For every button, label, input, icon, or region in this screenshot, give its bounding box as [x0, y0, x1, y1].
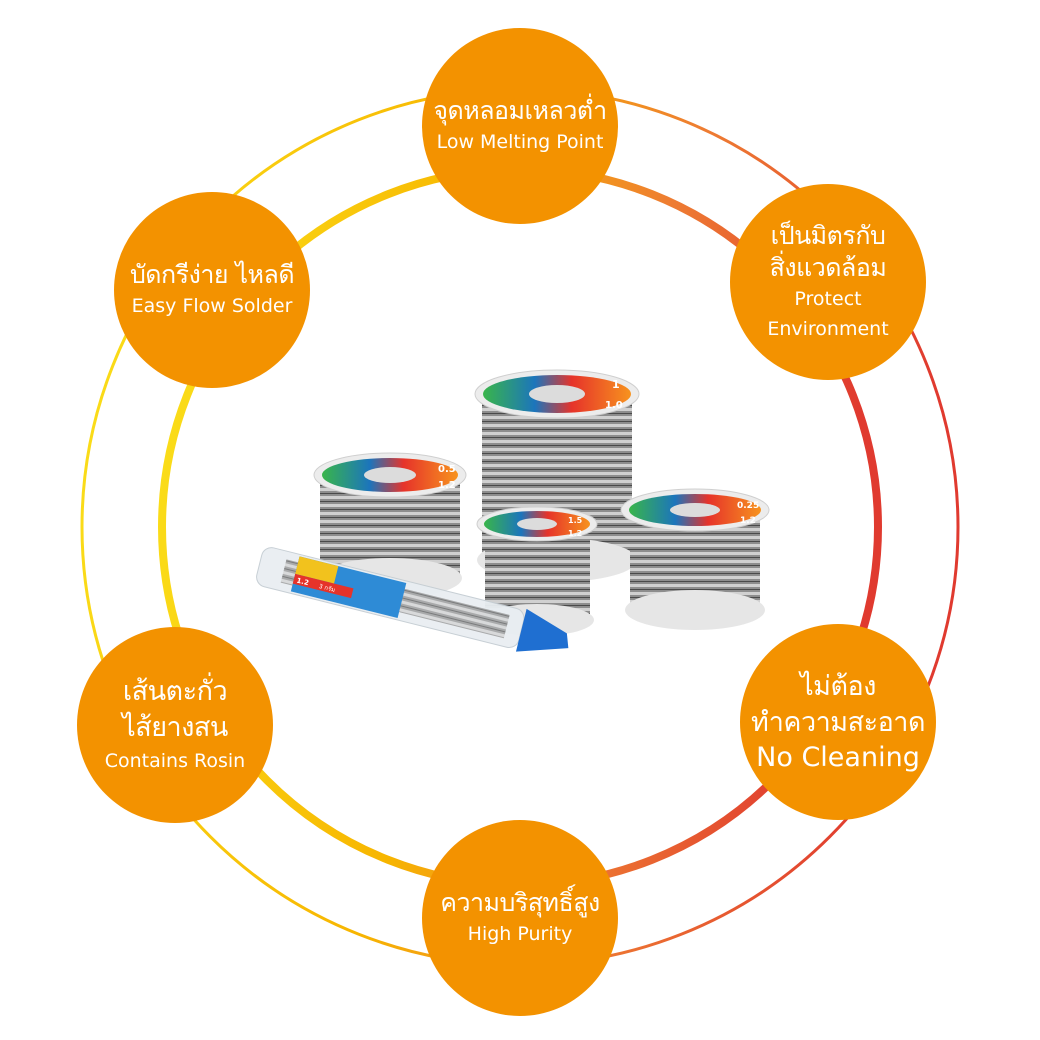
feature-easy-flow-solder: บัดกรีง่าย ไหลดี Easy Flow Solder	[114, 192, 310, 388]
feature-english-text: No Cleaning	[756, 742, 920, 773]
feature-thai-text-line2: ทำความสะอาด	[750, 707, 926, 738]
feature-english-text-line1: Protect	[794, 288, 862, 310]
feature-english-text-line2: Environment	[767, 318, 889, 340]
feature-thai-text-line1: เส้นตะกั่ว	[122, 676, 228, 707]
spool-small-weight: 1.5	[568, 516, 583, 525]
tube-diameter: 1.2	[296, 577, 310, 588]
spool-0-5kg-weight: 0.5	[438, 464, 456, 475]
feature-english-text: Contains Rosin	[104, 750, 246, 772]
feature-thai-text-line1: ไม่ต้อง	[800, 671, 876, 702]
spool-0-25kg-diameter: 1.2	[740, 516, 756, 526]
feature-english-text: High Purity	[467, 923, 573, 945]
feature-english-text: Easy Flow Solder	[131, 295, 293, 317]
spool-small-diameter: 1.2	[568, 529, 582, 538]
feature-protect-environment: เป็นมิตรกับ สิ่งแวดล้อม Protect Environm…	[730, 184, 926, 380]
feature-no-cleaning: ไม่ต้อง ทำความสะอาด No Cleaning	[740, 624, 936, 820]
feature-thai-text-line2: ไส้ยางสน	[122, 712, 228, 743]
feature-low-melting-point: จุดหลอมเหลวต่ำ Low Melting Point	[422, 28, 618, 224]
feature-contains-rosin: เส้นตะกั่ว ไส้ยางสน Contains Rosin	[77, 627, 273, 823]
feature-thai-text: จุดหลอมเหลวต่ำ	[433, 96, 607, 125]
feature-thai-text-line1: เป็นมิตรกับ	[770, 221, 886, 250]
feature-thai-text: บัดกรีง่าย ไหลดี	[129, 260, 295, 289]
solder-product-image: 1 1.0 0.5 1.2 0.25 1.2 1.5 1.2	[256, 369, 770, 652]
solder-tube: 1.2 3 กรัม	[256, 547, 569, 652]
tube-weight: 3 กรัม	[318, 583, 336, 594]
feature-english-text: Low Melting Point	[436, 131, 604, 153]
feature-high-purity: ความบริสุทธิ์สูง High Purity	[422, 820, 618, 1016]
spool-0-25kg-weight: 0.25	[737, 501, 759, 511]
feature-thai-text-line2: สิ่งแวดล้อม	[769, 253, 887, 282]
spool-1kg-weight: 1	[612, 378, 620, 391]
spool-1kg-diameter: 1.0	[605, 400, 623, 411]
spool-0-5kg-diameter: 1.2	[438, 480, 456, 491]
feature-thai-text: ความบริสุทธิ์สูง	[440, 888, 600, 917]
spool-0-25kg: 0.25 1.2	[620, 488, 770, 630]
